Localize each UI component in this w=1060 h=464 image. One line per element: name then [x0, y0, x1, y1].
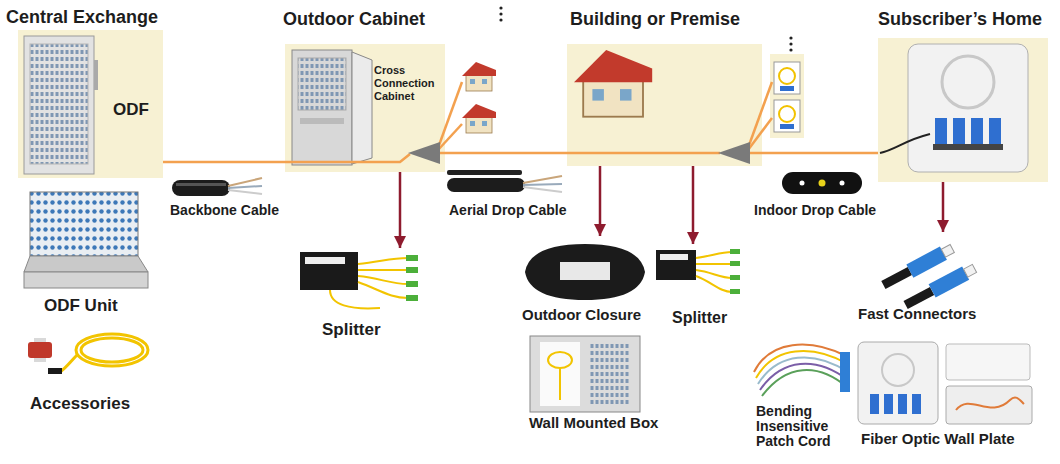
patch-cord-picture	[754, 345, 850, 396]
text-slot: Accessories	[30, 394, 130, 414]
panel-heading: Outdoor Cabinet	[283, 8, 425, 30]
node-label: Fiber Optic Wall Plate	[861, 430, 1015, 448]
indoor-cable-picture	[782, 172, 862, 194]
cable-label: Aerial Drop Cable	[447, 202, 568, 219]
text-slot: Splitter	[672, 308, 727, 327]
node-label: ODF Unit	[44, 296, 118, 316]
wall-box-picture	[530, 336, 640, 412]
splitter-picture	[656, 249, 740, 294]
node-label: Fast Connectors	[858, 305, 976, 323]
adaptor-box	[774, 62, 800, 132]
component-item: Bending Insensitive Patch Cord	[748, 332, 853, 460]
node-label: Outdoor Closure	[522, 306, 641, 324]
cable-connector	[762, 152, 878, 155]
house-icon	[462, 104, 496, 133]
text-slot: Outdoor Cabinet	[283, 8, 425, 30]
arrow-connector	[692, 166, 695, 244]
site-panel: Outdoor CabinetCross Connection Cabinet	[285, 44, 445, 172]
text-slot: Wall Mounted Box	[529, 414, 658, 432]
node-label: Wall Mounted Box	[529, 414, 658, 432]
component-item: Fiber Optic Wall Plate	[855, 338, 1050, 456]
node-label: ODF	[113, 100, 149, 120]
text-slot: Splitter	[322, 320, 381, 340]
text-slot: Fast Connectors	[858, 305, 976, 323]
panel-heading: Central Exchange	[6, 6, 158, 28]
text-slot: Building or Premise	[570, 8, 740, 30]
site-panel: Building or Premise	[567, 44, 762, 166]
arrow-connector	[942, 182, 945, 232]
closure-picture	[525, 244, 645, 300]
panel-heading: Subscriber’s Home	[878, 8, 1042, 30]
component-item: Splitter	[652, 244, 747, 330]
odf-cabinet	[24, 36, 98, 174]
home-wall-plate	[880, 44, 1028, 172]
panel-ground	[770, 54, 804, 138]
cable-label: Indoor Drop Cable	[752, 202, 878, 219]
node-label: Splitter	[672, 308, 727, 327]
component-item: Accessories	[22, 328, 162, 422]
splitter-symbol	[408, 142, 440, 164]
cable-connector	[445, 152, 567, 155]
site-panel: Central ExchangeODF	[18, 30, 163, 178]
component-item: Outdoor Closure	[518, 236, 650, 328]
node-label: Accessories	[30, 394, 130, 414]
fiber-route	[285, 82, 772, 162]
component-item: Fast Connectors	[855, 232, 995, 328]
site-panel: Subscriber’s Home	[878, 38, 1048, 182]
panel-ground	[285, 44, 445, 172]
splitter-symbol	[718, 142, 750, 164]
house-icon	[462, 62, 496, 91]
panel-ground	[18, 30, 163, 178]
text-slot: Cross Connection Cabinet	[374, 64, 442, 103]
text-slot: Bending Insensitive Patch Cord	[756, 404, 848, 449]
odf-unit-picture	[24, 192, 148, 288]
text-slot: Outdoor Closure	[522, 306, 641, 324]
backbone-cable-picture	[172, 178, 262, 196]
house-icon	[574, 50, 652, 117]
cable-connector	[163, 161, 285, 164]
text-slot: Subscriber’s Home	[878, 8, 1042, 30]
panel-heading: Building or Premise	[570, 8, 740, 30]
more-dots	[499, 6, 792, 51]
node-label: Cross Connection Cabinet	[374, 64, 442, 103]
arrow-connector	[399, 172, 402, 248]
text-slot: Central Exchange	[6, 6, 158, 28]
component-item: Wall Mounted Box	[525, 332, 685, 440]
text-slot: ODF Unit	[44, 296, 118, 316]
text-slot: ODF	[113, 100, 149, 120]
text-slot: Fiber Optic Wall Plate	[861, 430, 1015, 448]
component-item: Splitter	[298, 248, 423, 348]
node-label: Splitter	[322, 320, 381, 340]
cross-connection-cabinet	[292, 50, 372, 165]
text-slot: Indoor Drop Cable	[752, 202, 878, 219]
arrow-connector	[599, 166, 602, 236]
component-item: ODF Unit	[20, 186, 150, 322]
aerial-cable-picture	[447, 170, 562, 192]
cable-label: Backbone Cable	[168, 202, 281, 219]
splitter-picture	[300, 252, 418, 308]
wall-plate-picture	[858, 342, 1032, 424]
accessories-picture	[28, 334, 148, 374]
fast-connector-picture	[880, 242, 978, 312]
text-slot: Aerial Drop Cable	[447, 202, 568, 219]
panel-ground	[567, 44, 762, 166]
panel-ground	[878, 38, 1048, 182]
node-label: Bending Insensitive Patch Cord	[756, 404, 848, 449]
text-slot: Backbone Cable	[168, 202, 281, 219]
